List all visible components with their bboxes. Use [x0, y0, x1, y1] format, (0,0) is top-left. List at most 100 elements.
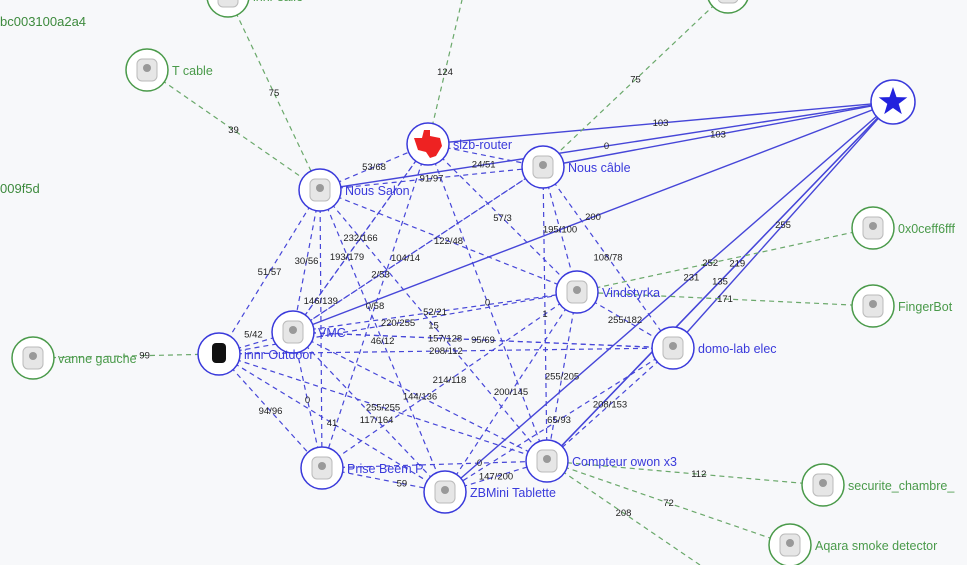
node-circle[interactable]: [707, 0, 749, 14]
link-quality-label: 24/51: [472, 159, 496, 170]
link-quality-label: 146/139: [304, 296, 338, 307]
smoke-detector-icon: [779, 533, 801, 557]
node-owon[interactable]: [525, 439, 569, 483]
plug-icon: [309, 178, 331, 202]
link-quality-label: 214/118: [433, 375, 467, 386]
link-line: [218, 291, 578, 355]
link-quality-label: 52/21: [423, 307, 447, 318]
link-line: [576, 291, 874, 307]
link-line: [427, 143, 548, 462]
node-salle[interactable]: [206, 0, 250, 18]
link-quality-label: 41: [327, 418, 338, 429]
link-quality-label: 65/93: [547, 415, 571, 426]
star-icon: [878, 87, 908, 115]
link-quality-label: 112: [691, 469, 706, 480]
link-quality-label: 200/145: [494, 387, 528, 398]
fingerbot-icon: [862, 294, 884, 318]
link-line: [292, 101, 894, 333]
link-quality-label: 219: [729, 259, 745, 270]
link-quality-label: 208: [616, 508, 632, 519]
node-beem[interactable]: [300, 446, 344, 490]
node-label: Vindstyrka: [602, 286, 660, 300]
link-quality-label: 252: [702, 258, 718, 269]
node-tcable[interactable]: [125, 48, 169, 92]
link-line: [444, 101, 894, 493]
node-label: FingerBot: [898, 300, 953, 314]
link-line: [576, 227, 874, 293]
link-line: [319, 189, 548, 462]
link-quality-label: 95/69: [471, 335, 495, 346]
node-secu[interactable]: [801, 463, 845, 507]
offscreen-node-label: 009f5d: [0, 181, 40, 196]
link-line: [292, 331, 548, 462]
link-quality-label: 53/68: [362, 162, 386, 173]
link-line: [292, 189, 321, 333]
node-ceff[interactable]: [851, 206, 895, 250]
node-label: Nous câble: [568, 161, 631, 175]
link-line: [321, 460, 548, 469]
link-line: [427, 0, 463, 145]
link-quality-label: 117/164: [360, 415, 394, 426]
node-circle[interactable]: [206, 0, 250, 18]
link-line: [218, 353, 548, 462]
link-quality-label: 195/100: [543, 225, 577, 236]
node-slzb[interactable]: [406, 122, 450, 166]
link-line: [218, 353, 446, 493]
plug-icon: [532, 155, 554, 179]
link-line: [542, 0, 721, 168]
link-quality-label: 99: [139, 351, 150, 362]
link-quality-label: 2/53: [371, 269, 390, 280]
link-quality-label: 122/48: [434, 236, 463, 247]
node-vanne[interactable]: [11, 336, 55, 380]
node-label: vanne gauche: [58, 352, 137, 366]
link-quality-label: 94/96: [259, 406, 283, 417]
link-line: [319, 189, 578, 293]
node-label: innr salle: [253, 0, 303, 4]
node-vmc[interactable]: [271, 310, 315, 354]
node-aqara[interactable]: [768, 523, 812, 565]
node-outdoor[interactable]: [197, 332, 241, 376]
link-quality-label: 200: [585, 212, 601, 223]
link-line: [32, 353, 220, 359]
node-vind[interactable]: [555, 270, 599, 314]
link-quality-label: 135: [712, 277, 728, 288]
node-label: Prise Beem P: [347, 462, 423, 476]
node-label: VMC: [318, 326, 346, 340]
link-line: [427, 143, 578, 293]
meter-icon: [536, 449, 558, 473]
link-line: [292, 331, 446, 493]
link-quality-label: 0: [604, 141, 609, 152]
plug-icon: [212, 343, 226, 363]
link-line: [218, 353, 323, 469]
link-line: [546, 101, 894, 462]
node-domo[interactable]: [651, 326, 695, 370]
link-line: [546, 460, 701, 565]
node-cable[interactable]: [521, 145, 565, 189]
node-topr[interactable]: [707, 0, 749, 14]
link-quality-label: 208/112: [429, 346, 463, 357]
link-quality-label: 108/78: [593, 253, 622, 264]
node-zbmini[interactable]: [423, 470, 467, 514]
link-quality-label: 193/179: [330, 252, 364, 263]
node-salon[interactable]: [298, 168, 342, 212]
link-quality-label: 144/136: [403, 392, 437, 403]
link-line: [321, 143, 429, 469]
sensor-icon: [862, 216, 884, 240]
link-quality-label: 15: [428, 321, 439, 332]
node-coord[interactable]: [870, 79, 916, 125]
link-line: [672, 101, 894, 349]
link-quality-label: 124: [437, 67, 453, 78]
node-label: Compteur owon x3: [572, 455, 677, 469]
link-quality-label: 75: [269, 88, 280, 99]
device-icon: [717, 0, 739, 4]
link-line: [427, 101, 894, 145]
node-label: 0x0ceff6fff: [898, 222, 956, 236]
node-label: Nous Salon: [345, 184, 410, 198]
node-finger[interactable]: [851, 284, 895, 328]
node-label: T cable: [172, 64, 213, 78]
link-quality-label: 5/42: [244, 329, 263, 340]
link-line: [319, 101, 894, 191]
link-line: [292, 166, 544, 333]
link-quality-label: 157/128: [428, 333, 462, 344]
